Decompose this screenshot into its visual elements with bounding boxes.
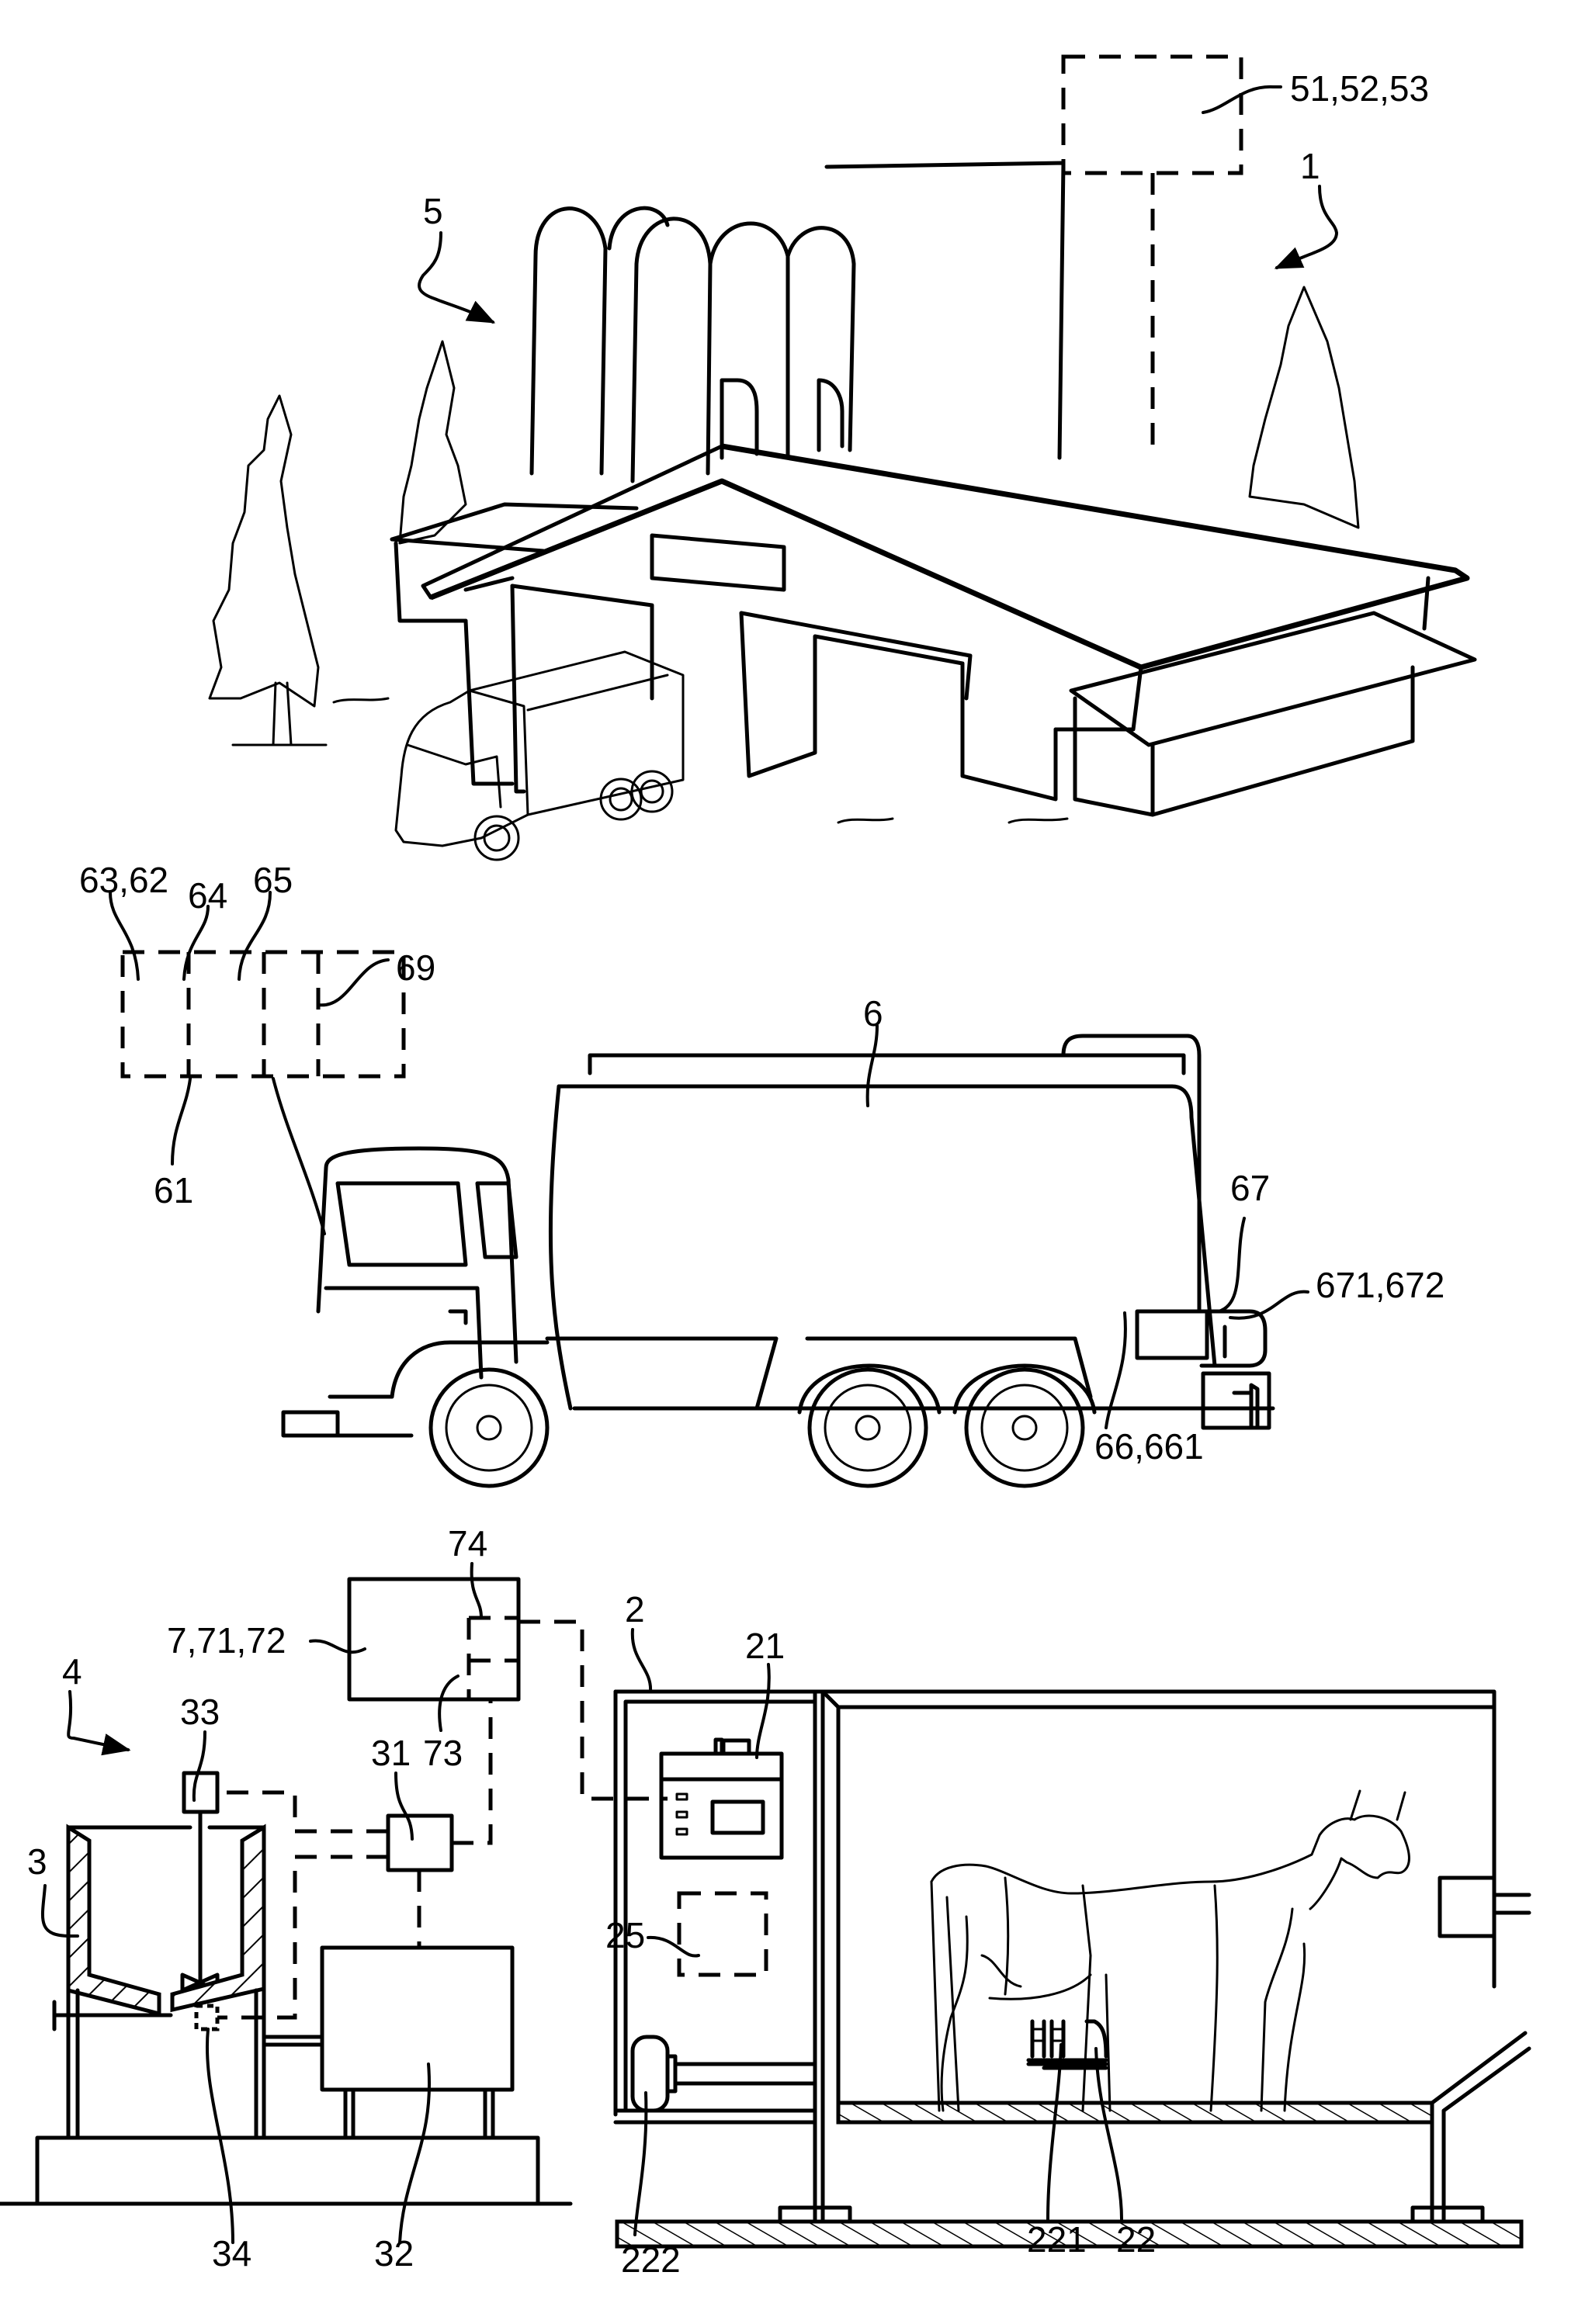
- agitator-motor-box: [182, 1771, 220, 1814]
- plant-control-box: [1061, 54, 1243, 175]
- tree-icon: [398, 340, 467, 545]
- sampler-box: [1135, 1309, 1209, 1360]
- label-65: 65: [253, 860, 293, 900]
- label-33: 33: [180, 1692, 220, 1732]
- plant-building: [390, 443, 1470, 802]
- plant-annex: [1069, 611, 1477, 817]
- tree-icon: [208, 394, 328, 746]
- label-22: 22: [1116, 2219, 1156, 2260]
- label-7-71-72: 7,71,72: [167, 1620, 286, 1661]
- milking-robot: [1026, 2019, 1108, 2070]
- label-21: 21: [745, 1626, 785, 1666]
- cooling-unit-box: [320, 1945, 515, 2092]
- cow: [930, 1789, 1410, 2112]
- label-2: 2: [625, 1589, 645, 1630]
- ground-mark: [837, 817, 894, 824]
- label-73: 73: [423, 1733, 463, 1773]
- tanker-scene: 63,62 64 65 69 61 6: [79, 860, 1444, 1488]
- cooling-installation-scene: 74 7,71,72 73 4 33 31: [0, 1523, 573, 2274]
- tree-icon: [1248, 286, 1360, 529]
- tank-controller-box: [386, 1813, 454, 1872]
- label-66-661: 66,661: [1094, 1426, 1204, 1467]
- pump-box: [1199, 1309, 1268, 1368]
- silos: [529, 161, 1066, 483]
- ground-mark: [1007, 817, 1069, 824]
- label-5: 5: [423, 191, 443, 231]
- label-4: 4: [62, 1651, 82, 1692]
- label-3: 3: [27, 1841, 47, 1882]
- delivery-truck: [394, 650, 685, 861]
- label-222: 222: [621, 2239, 681, 2280]
- vacuum-pump: [630, 2035, 670, 2113]
- milking-controller-box: [659, 1737, 784, 1860]
- tanker-module-boxes: [120, 950, 406, 1079]
- label-671-672: 671,672: [1316, 1265, 1444, 1305]
- label-32: 32: [374, 2233, 414, 2274]
- label-1: 1: [1300, 146, 1320, 186]
- label-51-52-53: 51,52,53: [1290, 68, 1429, 109]
- label-6: 6: [863, 993, 883, 1034]
- stall-floor: [836, 2101, 1434, 2125]
- label-61: 61: [154, 1170, 193, 1210]
- label-31: 31: [371, 1733, 411, 1773]
- label-67: 67: [1230, 1168, 1270, 1208]
- label-221: 221: [1027, 2219, 1087, 2260]
- label-69: 69: [396, 947, 435, 988]
- temperature-sensor-box: [194, 2004, 220, 2031]
- milking-station-scene: 2 21 25: [518, 1589, 1531, 2280]
- central-unit-module-74: [466, 1616, 518, 1699]
- central-unit-box: [347, 1577, 521, 1702]
- dairy-plant-scene: 51,52,53 1 5: [208, 54, 1477, 861]
- cooling-tank-wall: [66, 1824, 161, 2017]
- milking-module-box: [677, 1891, 768, 1977]
- milk-tanker-truck: [281, 1034, 1275, 1488]
- label-63-62: 63,62: [79, 860, 168, 900]
- label-74: 74: [448, 1523, 487, 1564]
- ground-mark: [332, 697, 390, 704]
- ground-floor: [615, 2219, 1524, 2249]
- label-25: 25: [605, 1915, 645, 1955]
